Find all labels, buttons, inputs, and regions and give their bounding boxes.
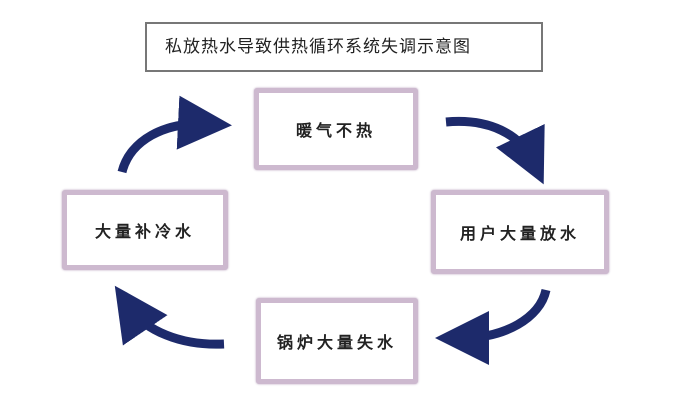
node-heating-not-warm: 暖气不热 (254, 88, 418, 170)
node-boiler-loses-water: 锅炉大量失水 (256, 298, 418, 384)
arrow-right-to-bottom (435, 288, 551, 365)
arrow-left-to-top (117, 95, 232, 174)
arrow-bottom-to-left (114, 285, 225, 349)
diagram-title: 私放热水导致供热循环系统失调示意图 (145, 22, 543, 72)
node-add-cold-water: 大量补冷水 (62, 190, 228, 270)
arrow-top-to-right (445, 116, 545, 185)
node-users-drain-water: 用户大量放水 (431, 190, 609, 274)
